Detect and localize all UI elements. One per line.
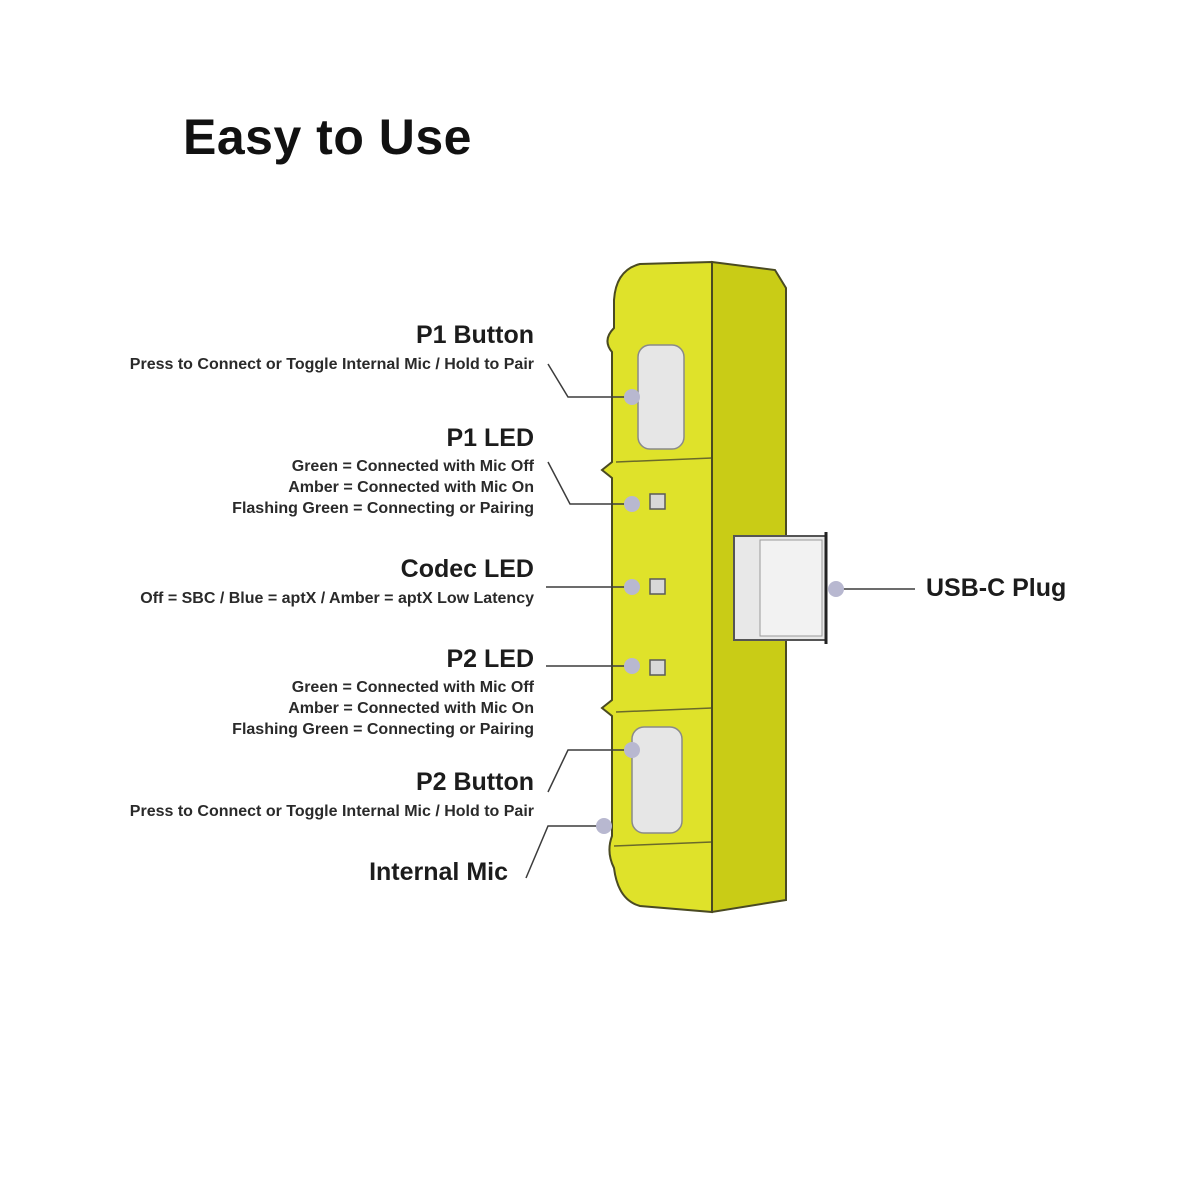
leader-line-internal-mic — [525, 825, 602, 879]
p1-button-description: Press to Connect or Toggle Internal Mic … — [129, 356, 534, 373]
codec-led-callout: Codec LED Off = SBC / Blue = aptX / Ambe… — [140, 555, 534, 609]
leader-dot-codec-led — [624, 579, 640, 595]
internal-mic-callout: Internal Mic — [369, 858, 508, 887]
p1-led-callout: P1 LED Green = Connected with Mic Off Am… — [232, 424, 534, 519]
p2-button-shape — [631, 726, 683, 834]
p1-button-heading: P1 Button — [415, 321, 534, 349]
codec-led-shape — [649, 578, 666, 595]
p2-led-shape — [649, 659, 666, 676]
seam-line-middle — [615, 707, 713, 713]
p2-led-callout: P2 LED Green = Connected with Mic Off Am… — [232, 645, 534, 740]
leader-line-p1-led — [547, 461, 630, 505]
p1-led-shape — [649, 493, 666, 510]
page-title: Easy to Use — [183, 109, 472, 165]
p1-button-callout: P1 Button Press to Connect or Toggle Int… — [130, 321, 534, 375]
usb-c-plug-callout: USB-C Plug — [926, 574, 1066, 603]
p2-led-line: Flashing Green = Connecting or Pairing — [232, 721, 534, 738]
p1-led-line: Amber = Connected with Mic On — [288, 479, 534, 496]
leader-dot-p1-led — [624, 496, 640, 512]
p2-led-line: Amber = Connected with Mic On — [288, 700, 534, 717]
p1-led-heading: P1 LED — [446, 424, 534, 452]
usb-c-plug-heading: USB-C Plug — [926, 574, 1067, 602]
leader-line-p1-button — [547, 363, 630, 398]
codec-led-heading: Codec LED — [400, 555, 534, 583]
p2-led-line: Green = Connected with Mic Off — [291, 679, 534, 696]
codec-led-description: Off = SBC / Blue = aptX / Amber = aptX L… — [140, 590, 534, 607]
p1-led-line: Green = Connected with Mic Off — [291, 458, 534, 475]
p1-led-line: Flashing Green = Connecting or Pairing — [232, 500, 534, 517]
p2-button-description: Press to Connect or Toggle Internal Mic … — [129, 803, 534, 820]
leader-dot-p2-button — [624, 742, 640, 758]
seam-line-lower — [613, 841, 713, 847]
p2-led-heading: P2 LED — [446, 645, 534, 673]
p1-button-shape — [637, 344, 685, 450]
seam-line-upper — [615, 457, 713, 463]
usb-c-plug-face — [759, 539, 823, 637]
leader-dot-p2-led — [624, 658, 640, 674]
p2-button-callout: P2 Button Press to Connect or Toggle Int… — [130, 768, 534, 822]
leader-line-p2-button — [547, 749, 630, 793]
p2-button-heading: P2 Button — [415, 768, 534, 796]
leader-dot-usb-c — [828, 581, 844, 597]
leader-dot-internal-mic — [596, 818, 612, 834]
leader-dot-p1-button — [624, 389, 640, 405]
internal-mic-heading: Internal Mic — [369, 858, 508, 886]
